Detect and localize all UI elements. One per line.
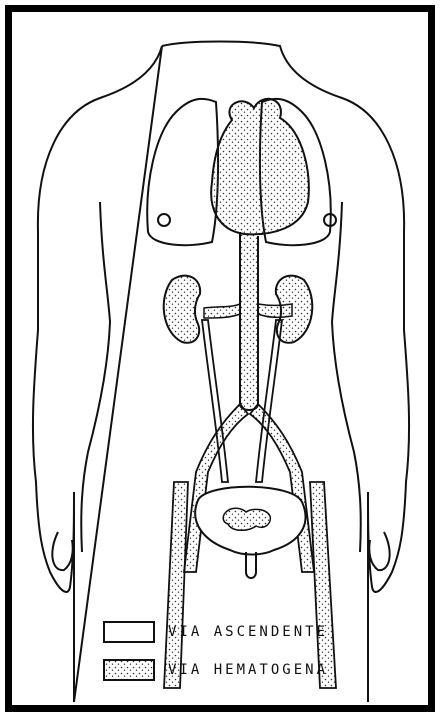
left-renal-vessel	[204, 304, 240, 318]
left-hand	[52, 532, 72, 570]
outer-frame: VIA ASCENDENTE VIA HEMATOGENA	[5, 5, 435, 712]
left-femoral	[164, 482, 188, 688]
legend-swatch-ascendente	[104, 622, 154, 642]
diagram-panel: VIA ASCENDENTE VIA HEMATOGENA	[12, 12, 428, 705]
aorta	[240, 232, 258, 410]
anatomy-diagram	[12, 12, 428, 705]
left-breast	[158, 214, 170, 226]
urethra	[246, 552, 256, 578]
legend-swatch-hematogena	[104, 660, 154, 680]
bladder-trigone	[223, 508, 270, 530]
right-arm-line	[332, 202, 361, 552]
left-arm-line	[81, 202, 110, 552]
left-kidney	[164, 276, 200, 343]
right-femoral	[310, 482, 336, 688]
right-hand	[369, 532, 389, 570]
heart	[211, 99, 309, 234]
legend-label-hematogena: VIA HEMATOGENA	[168, 662, 328, 678]
legend-label-ascendente: VIA ASCENDENTE	[168, 624, 328, 640]
right-ureter	[256, 320, 282, 482]
